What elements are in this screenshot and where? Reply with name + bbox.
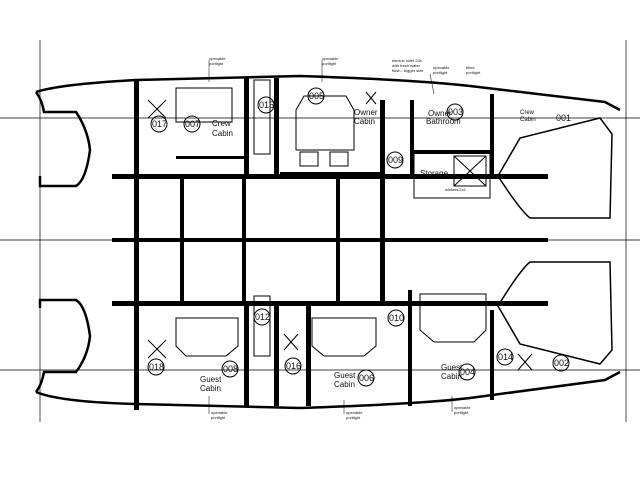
- room-name: Bathroom: [426, 117, 461, 126]
- room-number: 015: [259, 100, 274, 110]
- room-note: winkels 2x2: [445, 187, 466, 192]
- svg-text:portlight: portlight: [433, 70, 448, 75]
- svg-text:openable: openable: [209, 56, 226, 61]
- room-number: 004: [460, 367, 475, 377]
- annotation-openable-portlight: openable portlight: [451, 396, 471, 415]
- room-number: 001: [556, 113, 571, 123]
- annotation-openable-portlight: openable portlight: [343, 400, 363, 420]
- room-number: 005: [309, 91, 324, 101]
- room-number-circles: [147, 87, 570, 387]
- room-name: Crew: [520, 110, 535, 116]
- room-name: Storage: [420, 169, 449, 178]
- room-number: 007: [185, 119, 200, 129]
- room-name: Cabin: [334, 380, 355, 389]
- bottom-hull-labels: 018 008 Guest Cabin 012 016 006 Guest Ca…: [149, 312, 569, 420]
- svg-text:openable: openable: [211, 410, 228, 415]
- room-number: 006: [359, 373, 374, 383]
- annotation-openable-portlight: openable portlight: [321, 56, 339, 82]
- room-name: Guest: [334, 371, 356, 380]
- annotation-openable-portlight: openable portlight: [208, 56, 226, 82]
- room-name: Guest: [441, 363, 463, 372]
- room-number: 003: [448, 107, 463, 117]
- room-number: 009: [388, 155, 403, 165]
- svg-text:portlight: portlight: [346, 415, 361, 420]
- svg-text:portlight: portlight: [322, 61, 337, 66]
- top-hull-labels: 017 007 Crew Cabin 015 005 Owner Cabin 0…: [152, 56, 571, 192]
- room-name: Owner: [354, 108, 378, 117]
- svg-text:portlight: portlight: [211, 415, 226, 420]
- hull-outline: [34, 74, 621, 410]
- room-name: Crew: [212, 119, 231, 128]
- svg-text:portlight: portlight: [454, 410, 469, 415]
- svg-text:openable: openable: [433, 65, 450, 70]
- room-number: 002: [554, 358, 569, 368]
- svg-text:blind: blind: [466, 65, 474, 70]
- svg-text:electric toilet 24V: electric toilet 24V: [392, 58, 423, 63]
- room-number: 016: [286, 361, 301, 371]
- annotation-blind-portlight: blind portlight: [466, 65, 481, 75]
- room-number: 008: [223, 364, 238, 374]
- svg-text:openable: openable: [322, 56, 339, 61]
- room-name: Owner: [428, 109, 452, 118]
- room-name: Cabin: [200, 384, 221, 393]
- svg-text:portlight: portlight: [466, 70, 481, 75]
- room-number: 014: [498, 352, 513, 362]
- room-name: Guest: [200, 375, 222, 384]
- room-number: 017: [152, 119, 167, 129]
- room-name: Cabin: [354, 117, 375, 126]
- room-number: 010: [389, 313, 404, 323]
- room-name: Cabin: [212, 129, 233, 138]
- annotation-openable-portlight: openable portlight: [433, 65, 450, 75]
- annotation-openable-portlight: openable portlight: [208, 396, 228, 420]
- svg-text:openable: openable: [454, 405, 471, 410]
- svg-text:portlight: portlight: [209, 61, 224, 66]
- walls: [112, 78, 548, 410]
- room-name: Cabin: [520, 117, 536, 123]
- annotation-electric-toilet: electric toilet 24V with fresh water flu…: [392, 58, 435, 95]
- room-name: Cabin: [441, 372, 462, 381]
- svg-text:flush - bigger size: flush - bigger size: [392, 68, 424, 73]
- room-number: 012: [255, 312, 270, 322]
- room-number: 018: [149, 362, 164, 372]
- svg-text:with fresh water: with fresh water: [392, 63, 421, 68]
- furniture: [147, 79, 533, 371]
- svg-text:openable: openable: [346, 410, 363, 415]
